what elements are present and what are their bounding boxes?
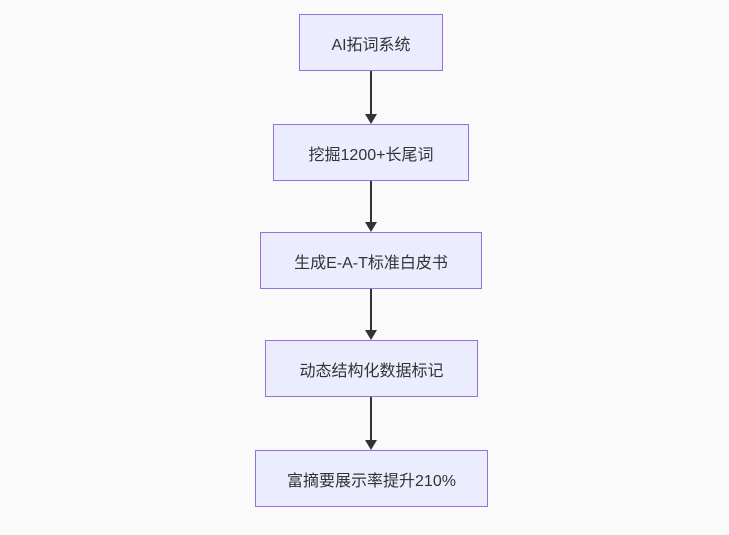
flow-node-a: AI拓词系统 xyxy=(299,14,443,71)
flow-node-c: 生成E-A-T标准白皮书 xyxy=(260,232,482,289)
flow-edge-line xyxy=(370,181,372,224)
arrow-down-icon xyxy=(365,440,377,450)
flow-node-label: AI拓词系统 xyxy=(331,36,411,54)
flow-node-b: 挖掘1200+长尾词 xyxy=(273,124,469,181)
arrow-down-icon xyxy=(365,222,377,232)
flow-node-e: 富摘要展示率提升210% xyxy=(255,450,488,507)
flow-node-label: 富摘要展示率提升210% xyxy=(287,472,456,490)
flow-node-label: 挖掘1200+长尾词 xyxy=(308,146,434,164)
flow-node-label: 动态结构化数据标记 xyxy=(299,362,444,380)
flow-node-d: 动态结构化数据标记 xyxy=(265,340,478,397)
flow-edge-line xyxy=(370,71,372,116)
arrow-down-icon xyxy=(365,114,377,124)
flow-edge-line xyxy=(370,289,372,332)
flow-node-label: 生成E-A-T标准白皮书 xyxy=(294,254,448,272)
flow-edge-line xyxy=(370,397,372,442)
arrow-down-icon xyxy=(365,330,377,340)
